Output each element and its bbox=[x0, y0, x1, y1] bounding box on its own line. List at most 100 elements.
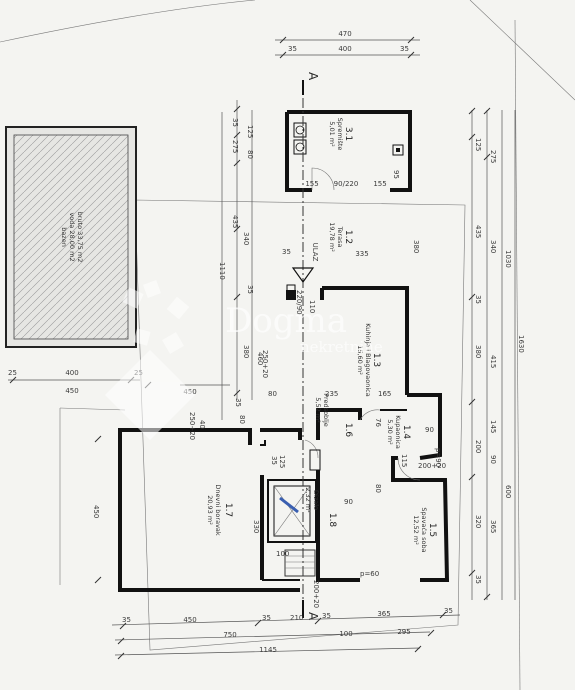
dim-text: 450 bbox=[65, 387, 78, 395]
dim-text: 35 bbox=[234, 398, 242, 407]
dim-text: 25 bbox=[8, 369, 17, 377]
dim-text: 750 bbox=[223, 631, 236, 639]
elevator bbox=[267, 479, 317, 543]
room-1-4: 1.4 Kupaonica 5,30 m² bbox=[386, 415, 411, 449]
dim-text: 460 bbox=[256, 352, 264, 365]
room-name: Spremište bbox=[336, 118, 344, 151]
dim-text: 80 bbox=[238, 415, 246, 424]
dim-text: 435 bbox=[231, 215, 239, 228]
dimension-ticks bbox=[9, 36, 491, 660]
dim-text: p=90 bbox=[434, 448, 442, 467]
dim-text: 450 bbox=[183, 616, 196, 624]
dim-text: 35 bbox=[122, 616, 131, 624]
entrance-arrow: ULAZ bbox=[291, 243, 319, 284]
dim-text: 90 bbox=[344, 498, 353, 506]
dim-text: 35 bbox=[246, 285, 254, 294]
dim-text: 320 bbox=[474, 515, 482, 528]
room-number: 1.3 bbox=[371, 353, 381, 367]
room-name: Kupaonica bbox=[394, 415, 402, 449]
hall-closet bbox=[309, 449, 321, 471]
dim-text: 35 bbox=[322, 612, 331, 620]
section-label-bottom: A bbox=[306, 612, 320, 621]
dim-text: 330 bbox=[252, 520, 260, 533]
dim-text: 35 bbox=[474, 295, 482, 304]
room-name: Kuhinja i Blagovaonica bbox=[364, 323, 372, 396]
dim-text: 100 bbox=[276, 550, 289, 558]
dim-text: 200+20 bbox=[418, 462, 446, 470]
dim-text: 200 bbox=[474, 440, 482, 453]
dim-text: 275 bbox=[231, 140, 239, 153]
dim-text: 200+20 bbox=[312, 580, 320, 608]
dim-text: 450 bbox=[92, 505, 100, 518]
pool-water-area: voda 28,00 m2 bbox=[68, 212, 76, 261]
dim-text: 380 bbox=[412, 240, 420, 253]
watermark-main: Dogma bbox=[225, 301, 347, 341]
storage-walls bbox=[285, 110, 412, 192]
dim-text: 235 bbox=[325, 390, 338, 398]
dim-text: 210 bbox=[290, 614, 303, 622]
room-number: 3.1 bbox=[343, 127, 353, 141]
pool-title: bazen bbox=[60, 227, 68, 247]
dim-text: 35 bbox=[444, 607, 453, 615]
dim-text: 110 bbox=[308, 300, 316, 313]
dim-text: 35 bbox=[231, 118, 239, 127]
dim-text: 35 bbox=[400, 45, 409, 53]
dim-text: 115 bbox=[400, 454, 408, 467]
dim-text: 340 bbox=[489, 240, 497, 253]
dim-text: 435 bbox=[474, 225, 482, 238]
dim-text: 340 bbox=[242, 232, 250, 245]
door-bedroom bbox=[397, 457, 421, 481]
room-number: 1.4 bbox=[401, 425, 411, 440]
pool: bazen voda 28,00 m2 bruto 33,75 m2 bbox=[5, 126, 137, 348]
dim-text: 40 bbox=[198, 420, 206, 429]
room-name: Spavaća soba bbox=[420, 507, 428, 552]
dim-text: 1110 bbox=[218, 262, 226, 280]
watermark-sub: nekretnine bbox=[300, 338, 383, 356]
dim-text: 90 bbox=[425, 426, 434, 434]
dim-text: 295 bbox=[397, 628, 410, 636]
room-area: 5,52 m² bbox=[314, 397, 322, 423]
dim-text: 35 bbox=[270, 456, 278, 465]
dim-text: 335 bbox=[355, 250, 368, 258]
dim-text: 35 bbox=[282, 248, 291, 256]
room-area: 2,32 m² bbox=[304, 487, 312, 513]
dim-line-bottom-2 bbox=[114, 631, 431, 641]
dim-text: 90/220 bbox=[334, 180, 359, 188]
dim-text: 1630 bbox=[517, 335, 525, 353]
dim-text: 220/90 bbox=[295, 290, 303, 315]
dim-text: 145 bbox=[489, 420, 497, 433]
room-number: 1.5 bbox=[427, 523, 437, 537]
room-area: 12,52 m² bbox=[412, 515, 420, 545]
dim-text: 380 bbox=[474, 345, 482, 358]
room-name: Terasa bbox=[336, 226, 344, 248]
pool-gross-area: bruto 33,75 m2 bbox=[76, 212, 84, 263]
dim-text: 35 bbox=[474, 575, 482, 584]
dim-text: 400 bbox=[65, 369, 78, 377]
room-1-7: 1.7 Dnevni boravak 20,93 m² bbox=[206, 484, 233, 536]
dim-text: 600 bbox=[504, 485, 512, 498]
dim-text: 165 bbox=[378, 390, 391, 398]
room-1-2: 1.2 Terasa 19,78 m² bbox=[328, 222, 353, 252]
dim-text: 250+20 bbox=[188, 412, 196, 440]
dim-text: 80 bbox=[246, 150, 254, 159]
dim-text: 35 bbox=[262, 614, 271, 622]
room-number: 1.2 bbox=[343, 230, 353, 244]
dim-text: 415 bbox=[489, 355, 497, 368]
room-1-6: 1.6 Predsoblje 5,52 m² bbox=[314, 393, 353, 437]
dim-text: 155 bbox=[373, 180, 386, 188]
dim-text: 90 bbox=[489, 455, 497, 464]
stair-landing bbox=[284, 549, 316, 577]
door-hall bbox=[304, 439, 319, 459]
dim-text: p=60 bbox=[360, 570, 379, 578]
room-area: 19,78 m² bbox=[328, 222, 336, 252]
room-area: 20,93 m² bbox=[206, 495, 214, 525]
entrance-label: ULAZ bbox=[311, 243, 319, 262]
room-name: Dnevni boravak bbox=[214, 484, 222, 536]
dim-line-bottom-1 bbox=[111, 614, 461, 626]
terrace-edge bbox=[59, 407, 126, 411]
dim-text: 250+20 bbox=[261, 350, 269, 378]
dim-text: 275 bbox=[489, 150, 497, 163]
room-area: 15,60 m² bbox=[356, 345, 364, 375]
room-area: 5,30 m² bbox=[386, 419, 394, 445]
watermark: Dogma nekretnine bbox=[105, 280, 383, 440]
